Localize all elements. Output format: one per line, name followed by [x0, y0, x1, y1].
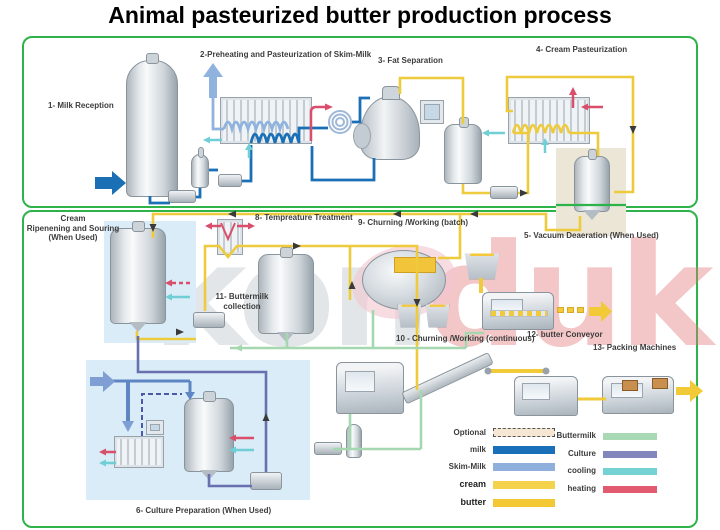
label-culture-preparation: 6- Culture Preparation (When Used): [136, 506, 272, 515]
butter-portions-strip: [490, 310, 548, 317]
cream-buffer-tank: [444, 117, 482, 184]
legend-swatch-cream: [493, 480, 555, 489]
temperature-treatment-hx: [217, 219, 243, 255]
milk-pump-1: [168, 190, 196, 203]
label-buttermilk-line1: 11- Buttermilk: [215, 292, 269, 301]
buttermilk-receiver-tank: [346, 424, 362, 458]
label-fat-separation: 3- Fat Separation: [378, 56, 443, 65]
label-cream-ripening-line2: Ripenening and Souring: [26, 223, 120, 233]
label-cream-ripening-line1: Cream: [60, 214, 86, 223]
legend-swatch-butter: [493, 498, 555, 507]
legend-row-heating: heating: [550, 485, 657, 493]
packed-carton: [652, 378, 668, 389]
butter-block: [577, 307, 584, 313]
legend-label: cooling: [567, 466, 596, 475]
legend-swatch-heating: [603, 485, 657, 493]
milk-pump-2: [218, 174, 242, 187]
culture-pump: [250, 472, 282, 490]
legend-swatch-buttermilk: [603, 432, 657, 440]
label-cream-pasteurization: 4- Cream Pasteurization: [536, 45, 628, 54]
packed-carton: [622, 380, 638, 391]
label-cream-ripening: Cream Ripenening and Souring (When Used): [20, 214, 126, 243]
culture-milk-pasteurizer: [114, 436, 164, 468]
label-packing-machines: 13- Packing Machines: [593, 343, 677, 352]
wrapping-machine: [514, 376, 578, 416]
ripened-cream-pump: [193, 312, 225, 328]
butter-block: [557, 307, 564, 313]
label-buttermilk-line2: collection: [223, 301, 261, 311]
legend-swatch-milk: [493, 446, 555, 454]
cream-pasteurizer: [508, 97, 590, 144]
culture-tank: [184, 391, 234, 480]
legend-label: Optional: [453, 427, 486, 437]
label-churning-continuous: 10 - Churning /Working (continuous): [396, 334, 535, 343]
cream-pump: [490, 186, 518, 199]
page-title: Animal pasteurized butter production pro…: [108, 2, 612, 28]
legend-row-optional: Optional: [428, 428, 555, 437]
legend-swatch-culture: [603, 450, 657, 458]
continuous-churn-machine: [336, 362, 404, 414]
legend-swatch-cooling: [603, 467, 657, 475]
legend-label: milk: [469, 445, 486, 454]
label-preheating: 2-Preheating and Pasteurization of Skim-…: [200, 50, 372, 59]
label-butter-conveyor: 12- butter Conveyor: [527, 330, 603, 339]
legend-swatch-skim-milk: [493, 463, 555, 471]
legend-label: Buttermilk: [556, 431, 596, 440]
label-vacuum-deaeration: 5- Vacuum Deaeration (When Used): [524, 231, 659, 240]
butter-block: [567, 307, 574, 313]
legend-label: Culture: [568, 449, 596, 458]
legend-label: Skim-Milk: [448, 462, 486, 471]
milk-reception-silo: [126, 53, 178, 197]
legend-row-culture: Culture: [550, 450, 657, 458]
legend-row-butter: butter: [428, 498, 555, 507]
buttermilk-pump: [314, 442, 342, 455]
legend-label: heating: [567, 484, 596, 493]
vacuum-deaerator: [574, 149, 610, 220]
butter-hopper: [394, 257, 436, 273]
skim-milk-pasteurizer: [220, 97, 312, 144]
legend-label: butter: [460, 497, 487, 507]
label-churning-batch: 9- Churning /Working (batch): [358, 218, 469, 227]
cream-ripening-tank: [110, 221, 166, 332]
label-temperature-treatment: 8- Tempreature Treatment: [255, 213, 353, 222]
balance-tank: [191, 147, 209, 188]
separator-control-panel: [420, 100, 444, 124]
label-milk-reception: 1- Milk Reception: [48, 101, 114, 110]
label-buttermilk-collection: 11- Buttermilk collection: [210, 292, 274, 311]
legend-row-cream: cream: [428, 480, 555, 489]
legend-swatch-optional: [493, 428, 555, 437]
legend-row-skim-milk: Skim-Milk: [428, 463, 555, 471]
legend-row-cooling: cooling: [550, 467, 657, 475]
culture-control-panel: [146, 420, 164, 435]
legend-label: cream: [459, 479, 486, 489]
label-cream-ripening-line3: (When Used): [48, 233, 98, 243]
legend-row-milk: milk: [428, 446, 555, 454]
legend-row-buttermilk: Buttermilk: [550, 432, 657, 440]
